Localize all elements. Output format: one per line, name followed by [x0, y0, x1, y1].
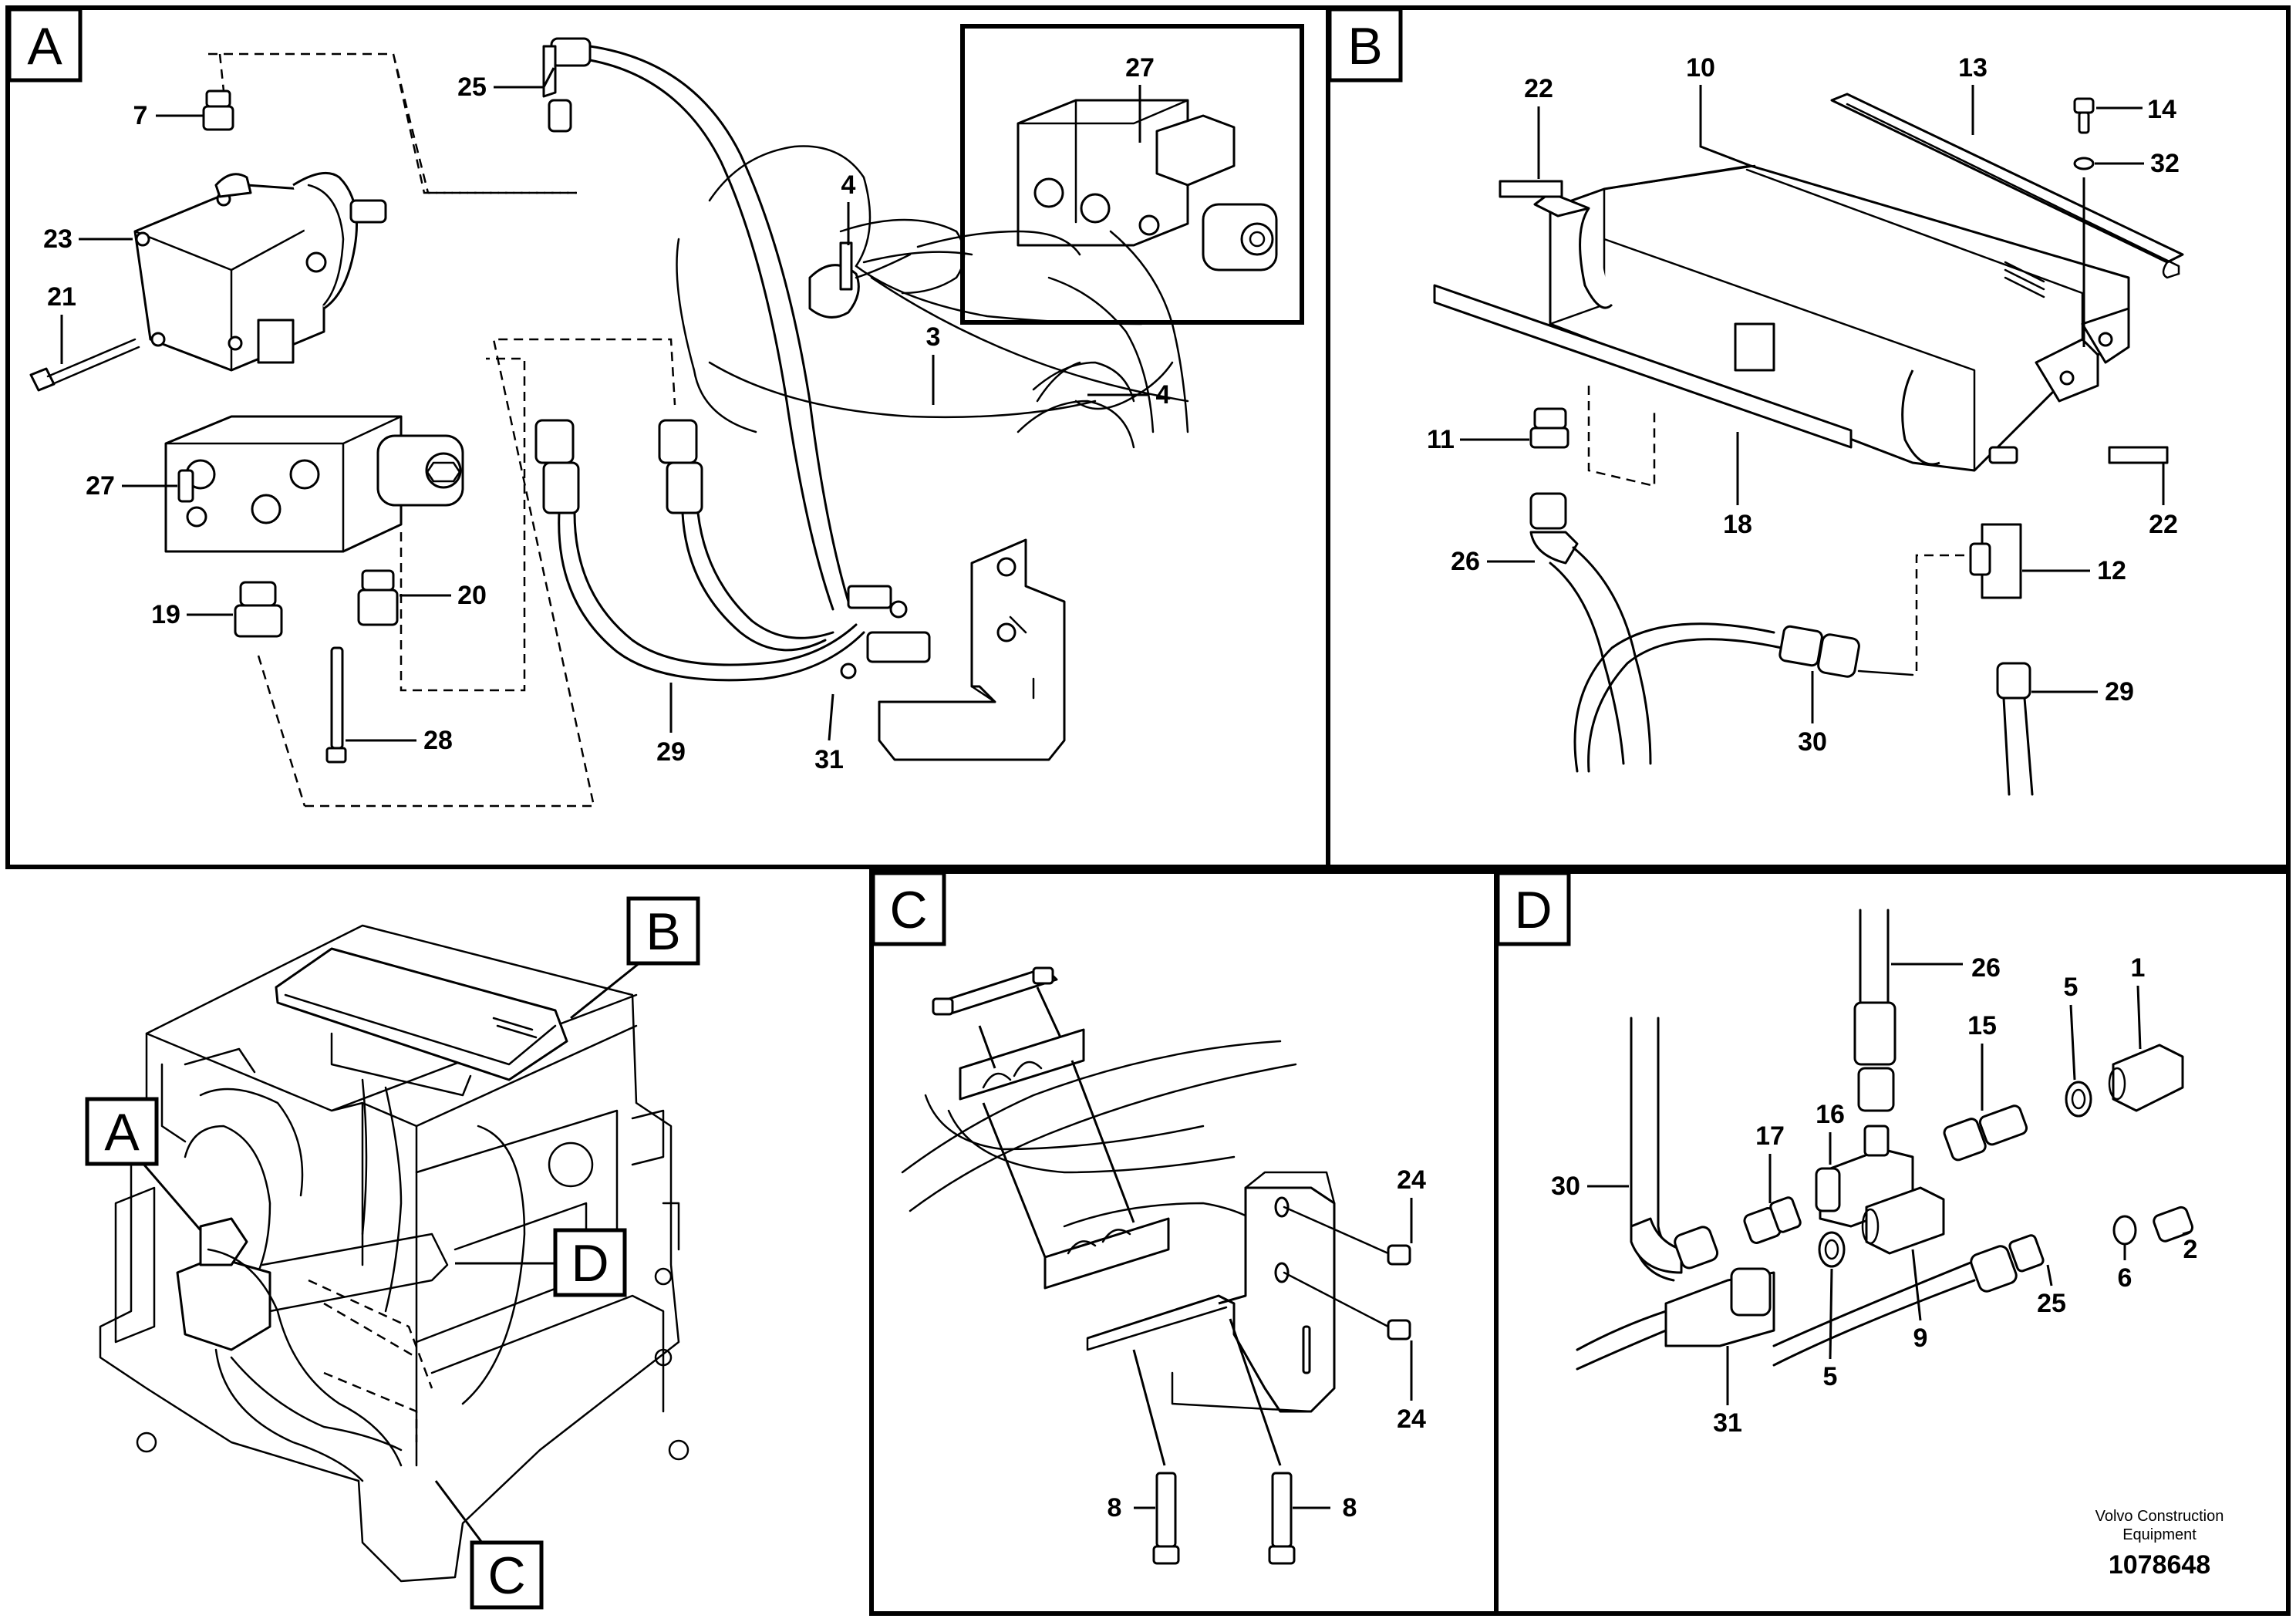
- callout-a-29: 29: [656, 737, 686, 767]
- panel-b-label: B: [1327, 7, 1403, 83]
- svg-text:B: B: [1347, 17, 1382, 76]
- bolt-14: [2073, 97, 2095, 114]
- fitting-11: [1533, 407, 1567, 430]
- panel-d-label: D: [1495, 871, 1571, 946]
- panel-b-callouts: 22 10 13 14 32 11 18 22 26 12 29 30: [1427, 53, 2180, 757]
- callout-d-17: 17: [1755, 1121, 1785, 1151]
- callout-a-3: 3: [926, 322, 941, 352]
- callout-c-24-upper: 24: [1397, 1165, 1426, 1195]
- machine-overview: [99, 924, 689, 1583]
- overview-label-b: B: [570, 896, 700, 1020]
- panel-d-drawing: [1576, 909, 2194, 1371]
- callout-b-14: 14: [2147, 95, 2176, 124]
- panel-b-drawing: [1433, 93, 2184, 796]
- callout-d-30: 30: [1551, 1172, 1580, 1201]
- callout-c-8-left: 8: [1108, 1493, 1122, 1523]
- callout-b-10: 10: [1686, 53, 1715, 83]
- bolt-8-right: [1271, 1472, 1293, 1548]
- overview-label-a: A: [85, 1097, 202, 1231]
- callout-b-32: 32: [2150, 149, 2180, 178]
- bolt-8-left: [1155, 1472, 1177, 1548]
- washer-32: [2073, 157, 2095, 170]
- callout-b-30: 30: [1798, 727, 1827, 757]
- overview-label-d: D: [455, 1228, 627, 1297]
- rubber-strip-18: [1433, 284, 1853, 449]
- adapter-15: [1943, 1118, 1987, 1162]
- panel-frames: [5, 5, 2291, 1616]
- callout-d-16: 16: [1816, 1100, 1845, 1129]
- callout-a-20: 20: [457, 581, 487, 610]
- callout-a-7: 7: [133, 101, 148, 130]
- panel-a-drawing: [29, 24, 1304, 808]
- callout-a-27: 27: [86, 471, 115, 501]
- seal-5-upper: [2065, 1081, 2092, 1118]
- callout-d-2: 2: [2183, 1235, 2198, 1264]
- callout-d-25: 25: [2037, 1289, 2066, 1318]
- callout-c-24-lower: 24: [1397, 1404, 1426, 1434]
- seal-6: [2112, 1215, 2137, 1246]
- callout-b-11: 11: [1427, 425, 1455, 454]
- callout-b-13: 13: [1958, 53, 1988, 83]
- callout-b-22-lower: 22: [2149, 510, 2178, 539]
- pad-22-lower: [2108, 446, 2169, 464]
- callout-a-23: 23: [43, 224, 72, 254]
- svg-text:D: D: [571, 1234, 609, 1293]
- bolt-24-upper: [1387, 1244, 1411, 1266]
- bolt-28: [330, 646, 344, 750]
- callout-a-31: 31: [814, 745, 844, 774]
- inset-solenoid: [1155, 114, 1236, 187]
- footer-company-line2: Equipment: [2122, 1526, 2197, 1543]
- callout-b-18: 18: [1723, 510, 1752, 539]
- bolt-24-lower: [1387, 1319, 1411, 1340]
- callout-b-22-upper: 22: [1524, 74, 1553, 103]
- svg-text:A: A: [27, 17, 62, 76]
- svg-text:D: D: [1514, 881, 1552, 939]
- pad-22-upper: [1499, 180, 1563, 198]
- panel-c-label: C: [871, 871, 946, 946]
- callout-d-1: 1: [2131, 953, 2146, 983]
- svg-text:B: B: [646, 902, 680, 961]
- callout-a-28: 28: [423, 726, 453, 755]
- footer-company-line1: Volvo Construction: [2095, 1508, 2224, 1525]
- svg-text:A: A: [104, 1103, 140, 1162]
- callout-a-19: 19: [151, 600, 180, 629]
- callout-d-9: 9: [1913, 1324, 1928, 1353]
- callout-b-12: 12: [2097, 556, 2126, 585]
- seal-5-lower: [1818, 1231, 1846, 1268]
- panel-c-callouts: 24 24 8 8: [1108, 1165, 1426, 1523]
- callout-d-6: 6: [2118, 1263, 2132, 1293]
- callout-c-8-right: 8: [1343, 1493, 1357, 1523]
- panel-a-label: A: [7, 7, 83, 83]
- callout-a-21: 21: [47, 282, 76, 312]
- callout-d-15: 15: [1967, 1011, 1997, 1040]
- callout-a-25: 25: [457, 73, 487, 102]
- callout-a-4-upper: 4: [841, 170, 856, 200]
- drawing-number: 1078648: [2109, 1550, 2210, 1580]
- panel-b-frame: [1326, 5, 2291, 869]
- panel-d-frame: [1494, 869, 2291, 1616]
- callout-d-5-upper: 5: [2064, 973, 2079, 1002]
- drawing-footer: Volvo Construction Equipment 1078648: [2095, 1508, 2224, 1580]
- fitting-2: [2153, 1206, 2194, 1243]
- callout-a-4-lower: 4: [1156, 380, 1171, 410]
- overview-label-c: C: [434, 1480, 544, 1610]
- rubber-strip-13: [1830, 93, 2184, 264]
- fitting-20: [361, 569, 395, 592]
- svg-text:C: C: [889, 881, 927, 939]
- callout-d-31: 31: [1713, 1408, 1742, 1438]
- panel-d-callouts: 26 5 1 15 30 17 16 5 6 2 25 9 31: [1551, 953, 2197, 1438]
- fitting-19: [239, 581, 277, 607]
- fitting-7: [205, 89, 231, 108]
- panel-a-callouts: 25 7 23 21 27 19 20 28 29 31 4 4 3 27: [43, 53, 1170, 774]
- callout-b-26: 26: [1451, 547, 1480, 576]
- callout-b-29: 29: [2105, 677, 2134, 706]
- callout-a-27-inset: 27: [1125, 53, 1155, 83]
- callout-d-5-lower: 5: [1823, 1362, 1838, 1391]
- svg-text:C: C: [487, 1546, 525, 1605]
- panel-c-drawing: [901, 966, 1411, 1565]
- fitting-1: [2112, 1044, 2184, 1112]
- callout-d-26: 26: [1971, 953, 2001, 983]
